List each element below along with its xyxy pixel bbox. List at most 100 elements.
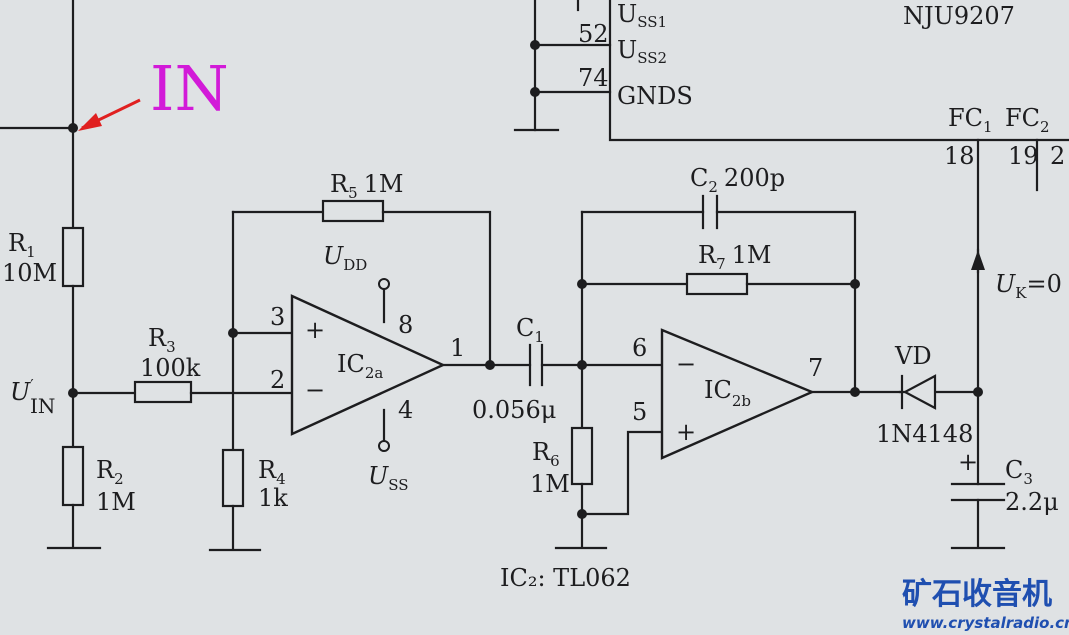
r3-name: R [148,324,167,352]
pin-uss2-label: U [617,36,637,64]
r4-resistor [221,448,245,508]
fc2-sub: 2 [1040,118,1050,136]
svg-text:U′: U′ [10,376,34,406]
uss-terminal-icon [378,440,390,452]
r1-resistor [61,226,85,288]
uin-prime: ′ [30,376,34,394]
ic2a-pin-out: 1 [450,334,465,362]
r1-value: 10M [2,259,57,287]
ic2a-pin-plus: 3 [270,303,285,331]
c3-name: C [1005,456,1023,484]
r2-resistor [61,445,85,507]
svg-text:C3: C3 [1005,456,1033,488]
svg-text:USS1: USS1 [617,0,667,31]
udd-sub: DD [343,256,367,274]
input-divider: R1 10M R2 1M R3 100k U′ IN [0,0,294,550]
ic2a-sub: 2a [365,364,384,382]
r4-name: R [258,456,277,484]
pin-uss2-sub: SS2 [637,49,667,67]
r6-sub: 6 [550,452,560,470]
ic2a-opamp [290,294,446,436]
in-label: IN [150,52,229,125]
r6-resistor [570,426,594,486]
c2-name: C [690,164,708,192]
uss-label: U [368,462,389,490]
ic2b-opamp [660,328,816,460]
r2-sub: 2 [114,470,124,488]
ic2b-pin-out: 7 [808,354,823,382]
c2-value: 200p [724,164,785,192]
c2-sub: 2 [708,178,718,196]
r5-sub: 5 [348,184,358,202]
fc1-label: FC [948,104,983,132]
r1-sub: 1 [26,243,36,261]
ic2a-pin-minus: 2 [270,366,285,394]
rectifier: VD 1N4148 + C3 2.2μ [876,342,1059,550]
uk-suffix: =0 [1026,270,1061,298]
red-arrow-icon [78,113,102,131]
c1-name: C [516,314,534,342]
ic2b-name: IC [704,376,732,404]
pin-52-number: 52 [578,20,609,48]
uin-label: U [10,378,31,406]
r7-resistor [685,272,749,296]
watermark-url: www.crystalradio.cn [902,614,1069,632]
vd-value: 1N4148 [876,420,973,448]
ic2a-pin-vss: 4 [398,396,413,424]
udd-terminal-icon [378,278,390,290]
uin-sub: IN [30,394,55,418]
nju9207-chip: NJU9207 USS1 52 USS2 74 GNDS FC1 FC2 18 … [513,0,1069,397]
r7-sub: 7 [716,255,726,273]
c1-capacitor: C1 0.056μ [472,314,664,424]
svg-text:C1: C1 [516,314,544,346]
uk-arrow-icon [971,250,985,270]
fc1-sub: 1 [983,118,993,136]
watermark-brand: 矿石收音机 [902,577,1052,612]
uk-label: U [995,270,1016,298]
svg-text:R4: R4 [258,456,286,488]
ic2a-plus-sign: + [305,316,325,344]
c2-capacitor [701,194,719,230]
in-annotation: IN [78,52,229,131]
fc2-pin-number: 19 [1008,142,1039,170]
svg-text:R6: R6 [532,438,560,470]
ic2b-minus-sign: − [676,350,696,378]
r3-value: 100k [140,354,201,382]
pin-uss1-sub: SS1 [637,13,667,31]
c3-sub: 3 [1023,470,1033,488]
svg-text:FC1: FC1 [948,104,993,136]
r4-value: 1k [258,484,288,512]
in-node [68,123,78,133]
r7-value: 1M [732,241,772,269]
r3-sub: 3 [166,338,176,356]
svg-text:IC2a: IC2a [337,350,383,382]
fc1-pin-number: 18 [944,142,975,170]
c3-plus-sign: + [958,448,978,476]
chip-name: NJU9207 [903,2,1015,30]
r1-name: R [8,229,27,257]
ic2a-pin-vdd: 8 [398,311,413,339]
figure-caption: IC₂: TL062 [500,564,631,592]
fc3-pin-number: 2 [1050,142,1065,170]
c1-value: 0.056μ [472,396,556,424]
ic2a-minus-sign: − [305,376,325,404]
vd-diode-icon [902,374,937,410]
svg-text:R3: R3 [148,324,176,356]
svg-text:USS2: USS2 [617,36,667,67]
vd-name: VD [894,342,932,370]
watermark: 矿石收音机 www.crystalradio.cn [902,577,1069,632]
r5-value: 1M [364,170,404,198]
ic2b-pin-minus: 6 [632,334,647,362]
r2-name: R [96,456,115,484]
r3-resistor [133,380,193,404]
ic2b-pin-plus: 5 [632,398,647,426]
r6-value: 1M [530,470,570,498]
svg-text:USS: USS [368,462,409,494]
pin-uss1-label: U [617,0,637,28]
uk-sub: K [1015,284,1027,302]
svg-text:UK=0: UK=0 [995,270,1062,302]
